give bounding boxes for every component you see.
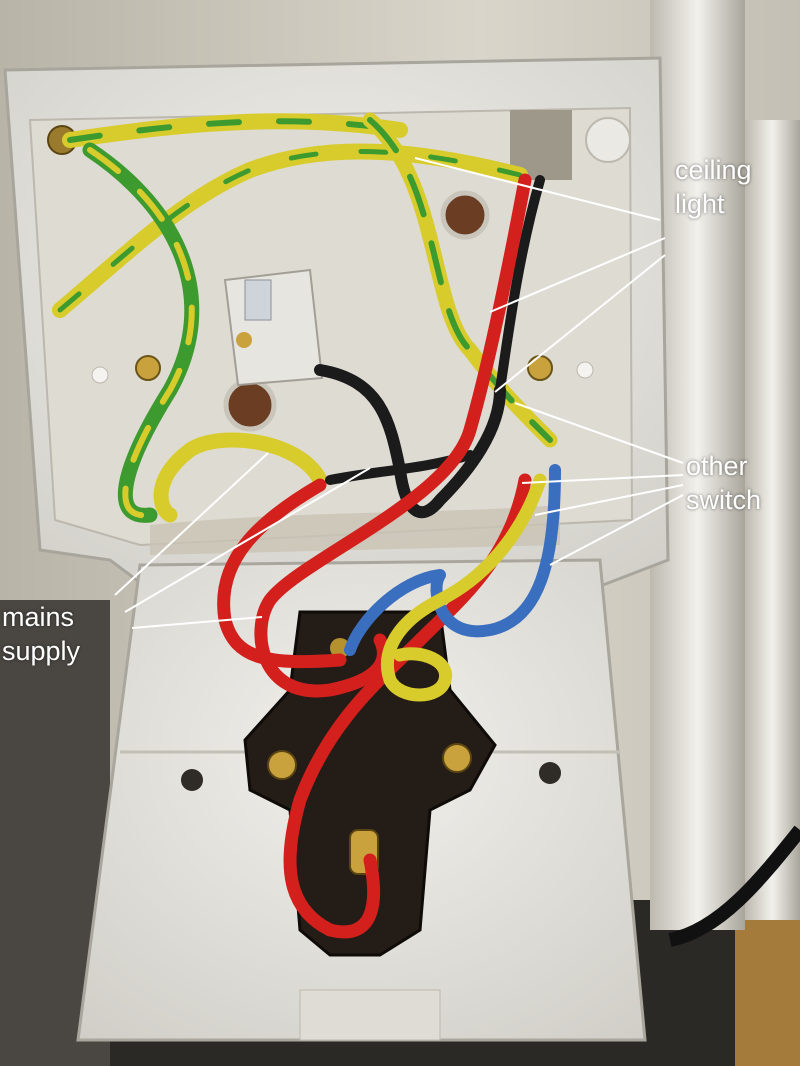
pointer-mains-3 bbox=[131, 616, 263, 629]
mounting-hole-upper bbox=[440, 190, 490, 240]
earth-wire-right bbox=[362, 112, 558, 448]
yellow-switch-wire bbox=[380, 473, 547, 702]
knockout-right bbox=[576, 361, 594, 379]
ceiling-light-label-line2: light bbox=[675, 189, 725, 219]
pointer-other-3 bbox=[534, 484, 684, 516]
connector-block-icon bbox=[223, 268, 324, 387]
other-switch-label-line2: switch bbox=[686, 485, 762, 515]
pointer-other-1 bbox=[514, 402, 684, 464]
live-wire-ceiling bbox=[254, 173, 532, 698]
back-box bbox=[3, 56, 670, 592]
pointer-ceiling-3 bbox=[494, 254, 666, 393]
blue-wire bbox=[344, 464, 561, 656]
pointer-ceiling-1 bbox=[414, 157, 661, 221]
screw-terminal-icon bbox=[135, 355, 161, 381]
screw-terminal-icon bbox=[267, 750, 297, 780]
pointer-other-2 bbox=[521, 474, 684, 484]
mains-supply-label-line1: mains bbox=[2, 602, 75, 632]
live-wire-other bbox=[283, 473, 532, 939]
ceiling-light-label: ceiling light bbox=[675, 153, 752, 221]
wires bbox=[52, 112, 561, 939]
pointer-mains-2 bbox=[124, 467, 371, 613]
screw-terminal-icon bbox=[442, 743, 472, 773]
knockout-top-right bbox=[585, 117, 631, 163]
mounting-hole-lower bbox=[223, 378, 277, 432]
cabinet-corner bbox=[735, 905, 800, 1066]
faceplate-hole-left bbox=[181, 769, 203, 791]
mains-supply-label-line2: supply bbox=[2, 636, 81, 666]
knockout-left bbox=[91, 366, 109, 384]
pointer-ceiling-2 bbox=[489, 237, 666, 313]
neutral-wire-loop bbox=[314, 364, 506, 519]
neutral-wire-ceiling bbox=[495, 175, 545, 395]
pipe-inner bbox=[745, 120, 800, 920]
earth-wire-ceiling bbox=[52, 143, 528, 318]
other-switch-label: other switch bbox=[686, 449, 761, 517]
earth-wire-long bbox=[82, 142, 200, 523]
earth-wire-top bbox=[62, 113, 408, 148]
mains-supply-label: mains supply bbox=[2, 600, 80, 668]
pointer-mains-1 bbox=[114, 452, 269, 596]
earth-wire-mains bbox=[153, 432, 328, 523]
pointer-other-4 bbox=[549, 494, 684, 566]
other-switch-label-line1: other bbox=[686, 451, 748, 481]
ceiling-light-label-line1: ceiling bbox=[675, 155, 752, 185]
pipe-black-cable bbox=[668, 825, 800, 947]
screw-terminal-icon bbox=[527, 355, 553, 381]
faceplate-bottom-tab bbox=[299, 989, 441, 1041]
annotation-pointers bbox=[114, 157, 684, 629]
faceplate-hole-right bbox=[539, 762, 561, 784]
